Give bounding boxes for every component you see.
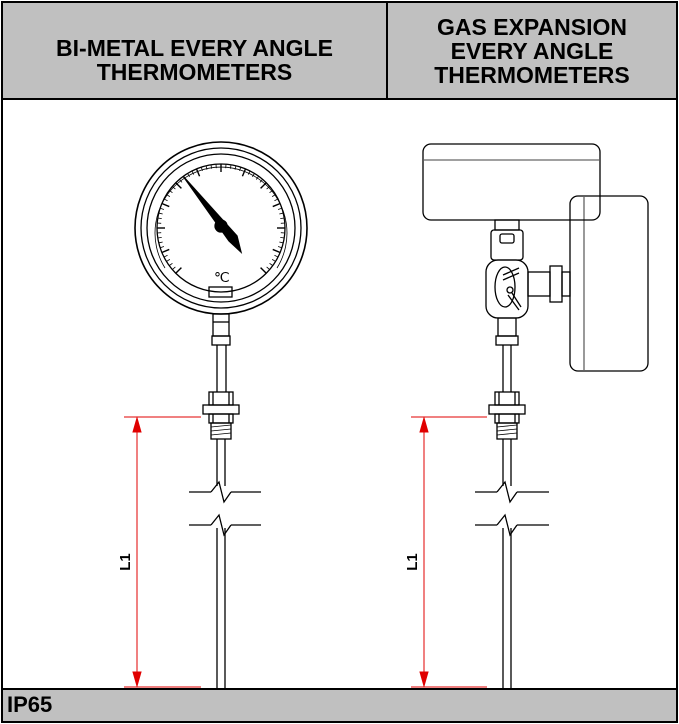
bimetal-thermometer: ℃ (134, 141, 308, 689)
gas-expansion-column-title: GAS EXPANSION EVERY ANGLE THERMOMETERS (434, 13, 630, 88)
dial-tick (277, 207, 282, 210)
dial-tick (158, 241, 163, 244)
dial-tick (234, 165, 237, 170)
dial-tick (210, 164, 213, 169)
gas-expansion-thermometer (422, 143, 649, 689)
thermometer-drawings: ℃ (117, 141, 649, 689)
dial-tick (279, 241, 284, 244)
dial-tick (266, 186, 270, 190)
dial-tick (271, 259, 276, 262)
dial-tick (269, 262, 274, 266)
dial-tick (195, 168, 201, 177)
dial-tick (158, 212, 163, 215)
dial-tick (274, 254, 279, 258)
dial-tick (161, 248, 170, 254)
dial-tick (168, 262, 173, 266)
dial-tick (229, 164, 232, 169)
dial-tick (272, 202, 281, 208)
dial-tick (280, 236, 285, 239)
left-dimension-l1 (124, 416, 201, 688)
dial-tick (252, 173, 255, 178)
dial-tick (172, 266, 176, 270)
dial-tick (168, 190, 173, 194)
bimetal-column-title: BI-METAL EVERY ANGLE THERMOMETERS (3, 3, 388, 98)
dial-tick (172, 186, 176, 190)
protection-rating: IP65 (3, 688, 676, 721)
unit-symbol: ℃ (214, 269, 230, 285)
dial-tick (269, 190, 274, 194)
dial-tick (277, 246, 282, 249)
right-dimension-l1 (411, 416, 487, 688)
dial-pointer (182, 175, 243, 254)
dial-tick (175, 182, 182, 189)
right-dimension-label: L1 (404, 553, 421, 571)
dial-tick (205, 165, 208, 170)
dial-tick (239, 167, 242, 172)
left-dimension-label: L1 (117, 553, 134, 571)
dial-tick (157, 236, 162, 239)
dial-tick (161, 202, 170, 208)
dial-tick (241, 168, 247, 177)
dial-tick (179, 179, 183, 183)
dial-tick (274, 198, 279, 202)
dial-tick (187, 173, 190, 178)
dial-tick (259, 179, 263, 183)
dial-tick (200, 167, 203, 172)
dial-tick (279, 212, 284, 215)
dial-tick (280, 217, 285, 220)
dial-tick (247, 170, 251, 175)
dial-tick (160, 207, 165, 210)
dial-tick (166, 194, 171, 197)
dial-tick (166, 259, 171, 262)
dial-tick (191, 170, 195, 175)
dial-scale-ticks (157, 164, 285, 274)
dial-tick (163, 254, 168, 258)
dial-tick (255, 175, 259, 180)
dial-tick (260, 267, 267, 274)
dial-tick (163, 198, 168, 202)
table-header: BI-METAL EVERY ANGLE THERMOMETERS GAS EX… (3, 3, 676, 100)
drawing-area: ℃ (3, 100, 676, 689)
dial-tick (260, 182, 267, 189)
dial-tick (272, 248, 281, 254)
dial-tick (160, 246, 165, 249)
dial-tick (157, 217, 162, 220)
dial-tick (266, 266, 270, 270)
dial-tick (175, 267, 182, 274)
dial-tick (271, 194, 276, 197)
